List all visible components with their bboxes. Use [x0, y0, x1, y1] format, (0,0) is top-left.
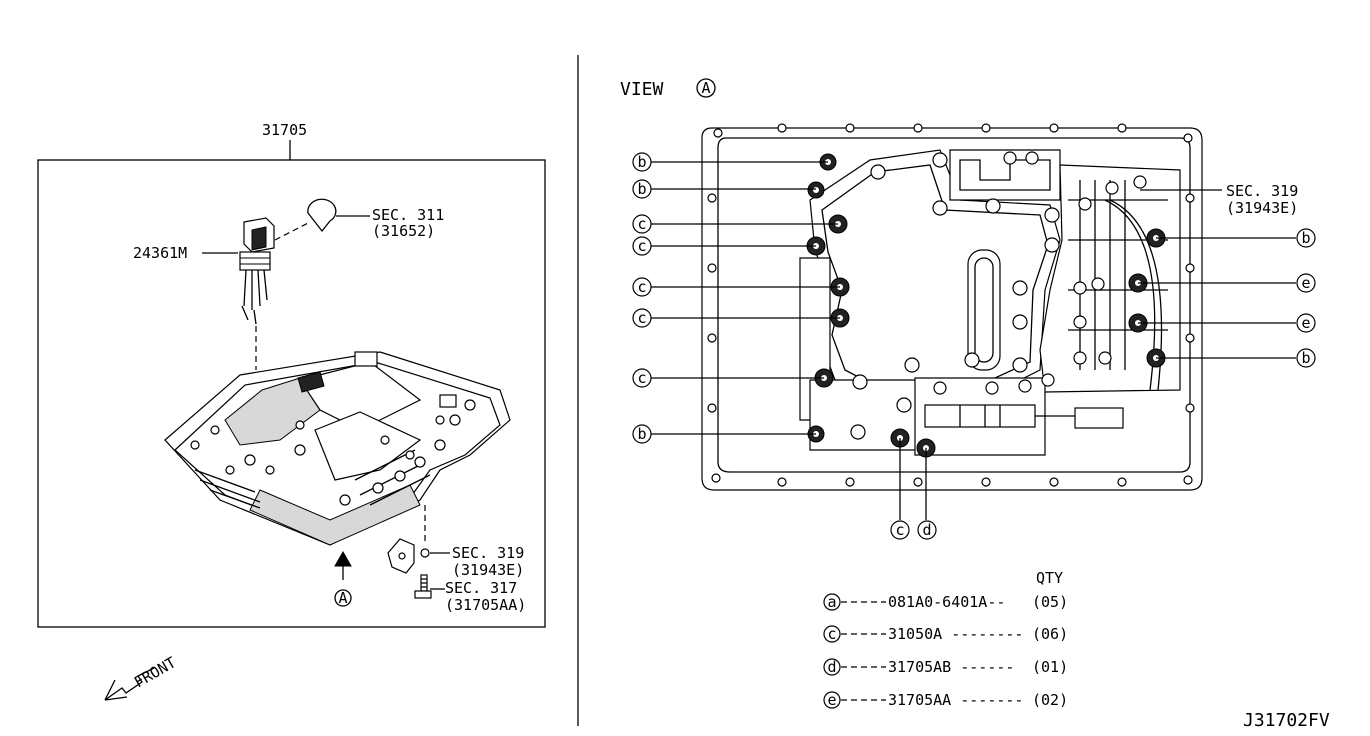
legend-part-c: 31050A --------	[888, 625, 1023, 643]
sec311-balloon	[307, 198, 337, 233]
part-number-31705: 31705	[262, 121, 307, 139]
legend-qty-a: (05)	[1032, 593, 1068, 611]
callout-left-4	[632, 236, 652, 256]
svg-text:c: c	[637, 309, 646, 327]
control-valve-body-illustration	[164, 351, 511, 546]
callout-right-2	[1296, 273, 1316, 293]
legend-key-c	[823, 625, 841, 643]
sensor-part-label: 24361M	[133, 244, 187, 262]
callouts-bottom: c d	[890, 520, 937, 540]
svg-text:c: c	[637, 278, 646, 296]
sec319-label-right: SEC. 319	[1226, 182, 1298, 200]
svg-text:b: b	[637, 180, 646, 198]
svg-text:c: c	[637, 369, 646, 387]
svg-text:e: e	[827, 691, 836, 709]
right-panel: VIEW A	[620, 78, 1316, 540]
svg-text:c: c	[895, 521, 904, 539]
view-a-letter: A	[338, 589, 347, 607]
sec311-ref: (31652)	[372, 222, 435, 240]
leader-lines	[650, 161, 1296, 520]
svg-text:b: b	[637, 153, 646, 171]
svg-text:c: c	[827, 625, 836, 643]
legend-part-e: 31705AA -------	[888, 691, 1023, 709]
plate-small-bolts	[850, 151, 1147, 440]
svg-text:d: d	[922, 521, 931, 539]
view-a-marker	[334, 589, 352, 607]
sec319-ref-right: (31943E)	[1226, 199, 1298, 217]
sensor-24361m-icon	[239, 217, 275, 325]
sec319-label-left: SEC. 319	[452, 544, 524, 562]
svg-text:c: c	[637, 237, 646, 255]
legend-part-d: 31705AB ------	[888, 658, 1014, 676]
assembly-frame	[37, 159, 546, 628]
callout-right-1	[1296, 228, 1316, 248]
legend-qty-e: (02)	[1032, 691, 1068, 709]
diagram-code: J31702FV	[1243, 710, 1330, 731]
callout-left-7	[632, 368, 652, 388]
sec317-ref: (31705AA)	[445, 596, 526, 614]
view-title-marker	[696, 78, 716, 98]
svg-text:b: b	[1301, 349, 1310, 367]
view-title-letter: A	[701, 79, 710, 97]
legend-key-d	[823, 658, 841, 676]
callouts-right: b e e b	[1296, 228, 1316, 368]
callout-bottom-1	[890, 520, 910, 540]
callout-left-1	[632, 152, 652, 172]
sec317-label: SEC. 317	[445, 579, 517, 597]
legend-part-a: 081A0-6401A--	[888, 593, 1005, 611]
svg-text:e: e	[1301, 314, 1310, 332]
view-title: VIEW	[620, 79, 664, 100]
sec311-label: SEC. 311	[372, 206, 444, 224]
callout-bottom-2	[917, 520, 937, 540]
legend-key-a	[823, 593, 841, 611]
left-panel: 31705 SEC. 311 (31652) 24361M	[37, 121, 546, 701]
callout-left-2	[632, 179, 652, 199]
callout-right-3	[1296, 313, 1316, 333]
callout-left-5	[632, 277, 652, 297]
svg-text:c: c	[637, 215, 646, 233]
callout-left-3	[632, 214, 652, 234]
callouts-left: b b c c c c c b	[632, 152, 652, 444]
svg-text:a: a	[827, 593, 836, 611]
qty-legend: QTY a 081A0-6401A-- (05) c 31050A ------…	[823, 569, 1068, 709]
gasket-bolt-holes	[707, 123, 1195, 487]
callout-left-6	[632, 308, 652, 328]
sec319-ref-left: (31943E)	[452, 561, 524, 579]
legend-qty-d: (01)	[1032, 658, 1068, 676]
svg-text:b: b	[1301, 229, 1310, 247]
bolt-icon	[414, 574, 432, 599]
callout-left-8	[632, 424, 652, 444]
svg-text:e: e	[1301, 274, 1310, 292]
qty-header: QTY	[1036, 569, 1063, 587]
legend-qty-c: (06)	[1032, 625, 1068, 643]
front-arrow-icon	[104, 667, 155, 701]
svg-text:b: b	[637, 425, 646, 443]
front-label: FRONT	[131, 653, 179, 691]
svg-text:d: d	[827, 658, 836, 676]
callout-right-4	[1296, 348, 1316, 368]
bracket-icon	[387, 538, 430, 574]
legend-key-e	[823, 691, 841, 709]
valve-body-plate	[799, 149, 1181, 456]
